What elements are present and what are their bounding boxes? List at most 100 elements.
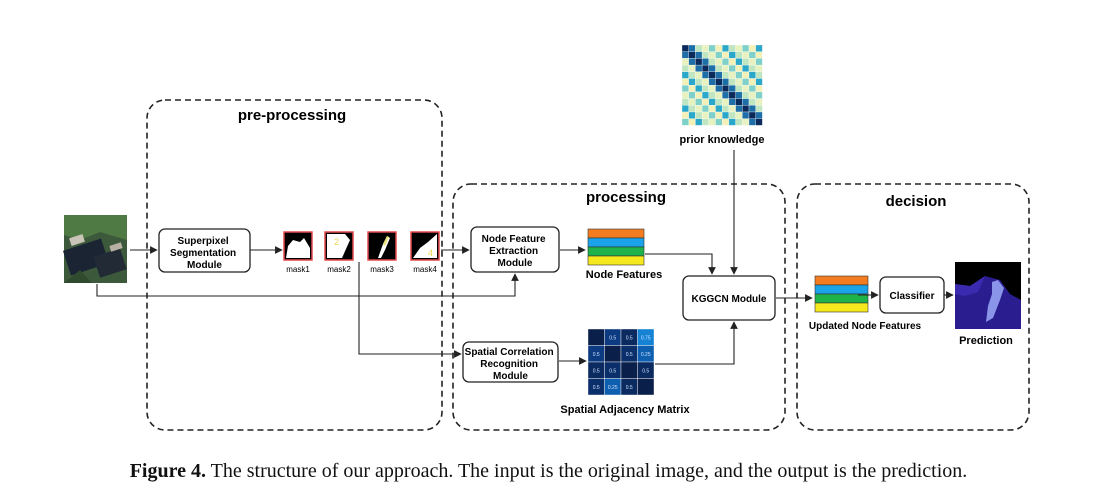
prior-cell	[701, 118, 709, 126]
mask3-image	[367, 231, 397, 261]
prior-cell	[695, 85, 703, 93]
prior-cell	[748, 58, 756, 66]
prior-cell	[755, 44, 763, 52]
mask2-label: mask2	[327, 265, 351, 274]
prior-cell	[688, 85, 696, 93]
prior-cell	[735, 111, 743, 119]
prior-cell	[728, 85, 736, 93]
prior-cell	[701, 111, 709, 119]
prior-cell	[728, 78, 736, 86]
prior-cell	[735, 58, 743, 66]
mask1-image	[283, 231, 313, 261]
prior-cell	[742, 71, 750, 79]
prior-knowledge-matrix	[681, 44, 763, 126]
prior-cell	[708, 51, 716, 59]
prior-cell	[688, 71, 696, 79]
prior-cell	[715, 78, 723, 86]
adjacency-value: 0.5	[626, 385, 633, 391]
prior-cell	[755, 118, 763, 126]
adjacency-value: 0.5	[593, 385, 600, 391]
prior-cell	[755, 105, 763, 113]
adjacency-cell	[604, 345, 622, 363]
adjacency-cell	[637, 378, 655, 396]
prior-cell	[701, 71, 709, 79]
prior-cell	[708, 64, 716, 72]
prior-cell	[742, 105, 750, 113]
prior-cell	[728, 98, 736, 106]
prior-cell	[695, 58, 703, 66]
prior-cell	[742, 64, 750, 72]
mask2-number: 2	[334, 237, 339, 247]
updated-node-feature-row	[814, 275, 869, 286]
prior-cell	[742, 51, 750, 59]
prior-cell	[748, 118, 756, 126]
prior-cell	[748, 44, 756, 52]
prior-cell	[701, 51, 709, 59]
prior-cell	[701, 91, 709, 99]
prior-cell	[722, 71, 730, 79]
prior-cell	[708, 98, 716, 106]
prior-cell	[722, 85, 730, 93]
kggcn-module-label: KGGCN Module	[692, 294, 767, 305]
prior-cell	[748, 111, 756, 119]
prior-cell	[722, 98, 730, 106]
prior-cell	[748, 64, 756, 72]
prior-cell	[728, 111, 736, 119]
prior-cell	[715, 58, 723, 66]
prior-cell	[735, 44, 743, 52]
prior-cell	[695, 118, 703, 126]
prior-cell	[722, 51, 730, 59]
decision-title: decision	[886, 193, 947, 210]
prior-cell	[715, 71, 723, 79]
connectors	[96, 150, 954, 365]
prior-cell	[701, 44, 709, 52]
prior-cell	[681, 58, 689, 66]
prior-cell	[701, 58, 709, 66]
prior-cell	[681, 51, 689, 59]
prior-cell	[695, 91, 703, 99]
prior-cell	[681, 111, 689, 119]
prior-cell	[748, 105, 756, 113]
mask3-label: mask3	[370, 265, 394, 274]
prior-cell	[755, 85, 763, 93]
mask4-label: mask4	[413, 265, 437, 274]
prior-cell	[735, 85, 743, 93]
updated-node-feature-row	[814, 284, 869, 295]
adjacency-value: 0.5	[593, 368, 600, 374]
prior-cell	[688, 118, 696, 126]
prediction-label: Prediction	[959, 335, 1013, 347]
prior-cell	[755, 111, 763, 119]
prior-cell	[695, 111, 703, 119]
prior-cell	[722, 58, 730, 66]
prior-cell	[688, 58, 696, 66]
prior-cell	[748, 71, 756, 79]
prior-cell	[722, 44, 730, 52]
prior-cell	[735, 71, 743, 79]
prior-cell	[688, 111, 696, 119]
prior-cell	[728, 71, 736, 79]
prior-cell	[742, 111, 750, 119]
prior-cell	[755, 91, 763, 99]
updated-node-features-stack	[814, 275, 869, 313]
prediction-image	[955, 262, 1021, 329]
node-feature-row	[587, 255, 645, 266]
node-features-label: Node Features	[586, 269, 662, 281]
prior-cell	[715, 98, 723, 106]
prior-cell	[722, 78, 730, 86]
prior-cell	[715, 51, 723, 59]
mask4-image: 4	[410, 231, 440, 261]
processing-frame	[452, 183, 786, 431]
prior-cell	[728, 118, 736, 126]
prior-cell	[701, 98, 709, 106]
prior-cell	[681, 44, 689, 52]
prior-cell	[695, 71, 703, 79]
prior-cell	[681, 98, 689, 106]
prior-cell	[695, 51, 703, 59]
prior-cell	[695, 105, 703, 113]
prior-cell	[715, 105, 723, 113]
adjacency-cell	[587, 328, 605, 346]
spatial-adjacency-label: Spatial Adjacency Matrix	[560, 404, 690, 416]
prior-cell	[688, 44, 696, 52]
node-feature-row	[587, 246, 645, 257]
